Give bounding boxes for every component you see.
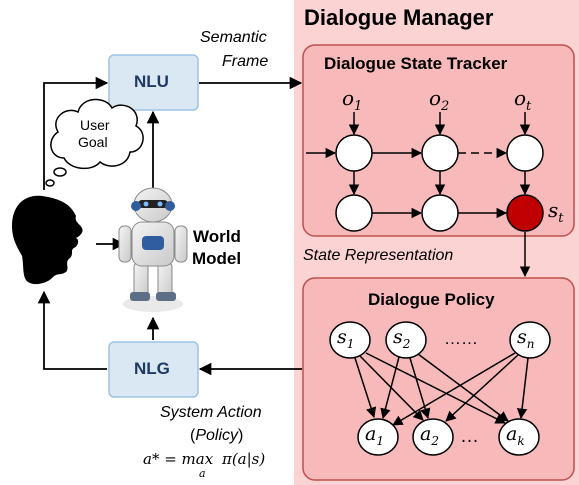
policy-state-node-2 — [385, 321, 427, 359]
state-representation-label: State Representation — [303, 247, 454, 264]
thought-cloud-icon — [45, 98, 144, 187]
state-tracker-title: Dialogue State Tracker — [324, 54, 508, 73]
nlg-label: NLG — [134, 359, 170, 378]
policy-action-label-2: a2 — [420, 423, 439, 448]
nlu-label: NLU — [134, 72, 169, 91]
policy-state-label-1: s1 — [337, 326, 355, 351]
tracker-node-bottom-1 — [335, 194, 373, 232]
policy-action-label-1: a1 — [365, 423, 384, 448]
semantic-frame-line1: Semantic — [200, 29, 267, 46]
system-action-line2: (Policy) — [190, 427, 244, 444]
policy-nodes — [329, 321, 551, 456]
policy-action-node-1 — [357, 418, 399, 456]
tracker-node-top-2 — [421, 134, 459, 172]
robot-icon — [118, 187, 188, 312]
tracker-state-node — [506, 194, 544, 232]
semantic-frame-line2: Frame — [222, 53, 269, 70]
tracker-node-bottom-2 — [421, 194, 459, 232]
policy-edges — [354, 352, 529, 426]
policy-formula: a* = max a π(a|s) — [143, 450, 266, 480]
policy-state-label-2: s2 — [393, 326, 411, 351]
world-model-line2: Model — [192, 249, 242, 268]
policy-state-node-n — [509, 321, 551, 359]
policy-action-label-k: ak — [506, 423, 525, 448]
observation-label-1: o1 — [342, 86, 363, 114]
user-head-silhouette-icon — [12, 195, 83, 285]
tracker-arrows — [306, 112, 531, 278]
state-label: st — [548, 198, 564, 226]
flow-arrows — [37, 76, 303, 376]
policy-title: Dialogue Policy — [368, 290, 495, 309]
observation-label-2: o2 — [429, 86, 450, 114]
policy-state-node-1 — [329, 321, 371, 359]
user-goal-line2: Goal — [78, 134, 108, 150]
policy-actions-ellipsis: … — [460, 426, 479, 447]
policy-state-label-n: sn — [517, 326, 535, 351]
nlg-box[interactable] — [108, 341, 199, 398]
nlu-box[interactable] — [108, 54, 199, 111]
dialogue-manager-title: Dialogue Manager — [304, 5, 494, 30]
policy-states-ellipsis: …… — [444, 329, 478, 348]
user-goal-line1: User — [80, 117, 110, 133]
observation-label-3: ot — [514, 86, 532, 114]
tracker-node-top-3 — [506, 134, 544, 172]
policy-action-node-2 — [412, 418, 454, 456]
system-action-line1: System Action — [160, 404, 262, 421]
world-model-line1: World — [193, 227, 241, 246]
tracker-node-top-1 — [335, 134, 373, 172]
